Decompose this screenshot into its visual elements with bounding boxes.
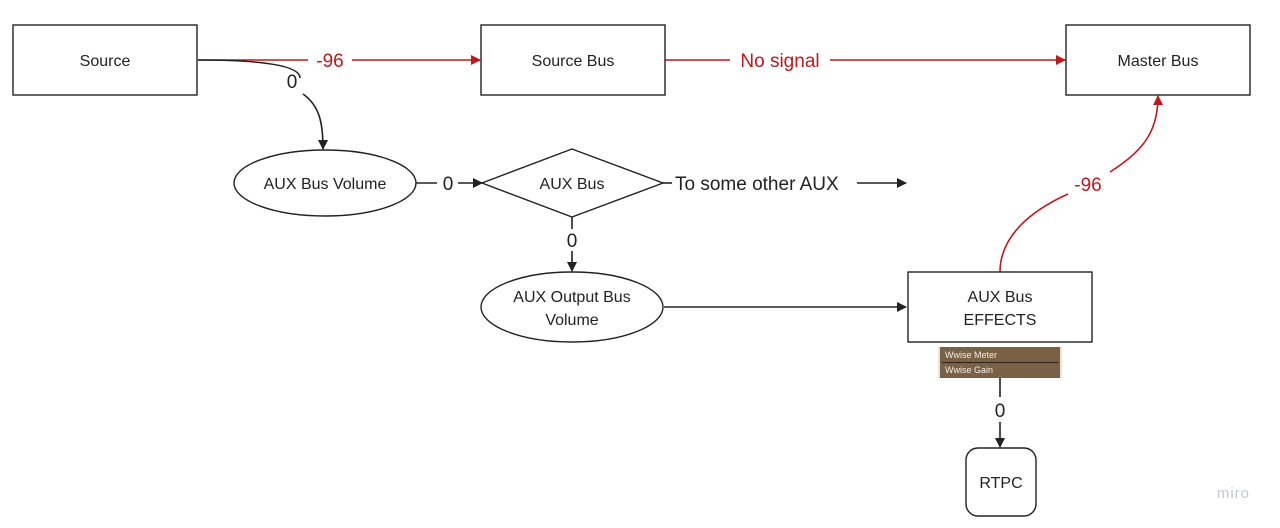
miro-watermark: miro — [1217, 485, 1250, 502]
node-rtpc-label: RTPC — [979, 475, 1022, 492]
edge-label-zero-aux-volume: 0 — [443, 174, 454, 195]
node-source-bus[interactable]: Source Bus — [480, 24, 666, 96]
node-aux-bus-label: AUX Bus — [540, 176, 605, 193]
edge-aux-bus-volume-to-aux-bus[interactable]: 0 — [416, 174, 483, 195]
node-aux-bus-volume-label: AUX Bus Volume — [264, 176, 387, 193]
node-master-bus[interactable]: Master Bus — [1065, 24, 1251, 96]
edge-effects-to-master-bus[interactable]: -96 — [999, 95, 1163, 273]
edge-source-to-aux-bus-volume[interactable]: 0 — [197, 59, 328, 150]
node-aux-bus-effects[interactable]: AUX Bus EFFECTS — [907, 271, 1093, 343]
edge-label-zero-source: 0 — [287, 72, 298, 93]
node-source[interactable]: Source — [12, 24, 198, 96]
node-source-bus-label: Source Bus — [532, 53, 615, 70]
node-source-label: Source — [80, 53, 131, 70]
node-aux-output-bus-volume-label-1: AUX Output Bus — [513, 289, 630, 306]
edge-aux-bus-to-other-aux[interactable]: To some other AUX — [663, 174, 907, 195]
edge-label-minus96-effects: -96 — [1074, 175, 1101, 196]
edge-aux-bus-to-output-volume[interactable]: 0 — [567, 217, 578, 272]
wwise-plugin-chain: Wwise Meter Wwise Gain — [938, 347, 1062, 378]
edge-label-no-signal: No signal — [740, 51, 819, 72]
node-aux-output-bus-volume-label-2: Volume — [545, 312, 598, 329]
edge-label-zero-rtpc: 0 — [995, 401, 1006, 422]
node-aux-bus-decision[interactable]: AUX Bus — [480, 148, 666, 218]
node-master-bus-label: Master Bus — [1118, 53, 1199, 70]
edge-effects-to-rtpc[interactable]: 0 — [995, 378, 1006, 448]
plugin-wwise-gain: Wwise Gain — [945, 365, 993, 375]
edge-label-to-other-aux: To some other AUX — [675, 174, 839, 195]
edge-label-minus96-top: -96 — [316, 51, 343, 72]
edge-source-bus-to-master-bus[interactable]: No signal — [665, 51, 1066, 72]
node-rtpc[interactable]: RTPC — [965, 447, 1037, 517]
node-aux-bus-effects-label-1: AUX Bus — [968, 289, 1033, 306]
node-aux-output-bus-volume[interactable]: AUX Output Bus Volume — [480, 271, 664, 343]
plugin-wwise-meter: Wwise Meter — [945, 350, 997, 360]
node-aux-bus-volume[interactable]: AUX Bus Volume — [233, 149, 417, 217]
edge-label-zero-aux-bus: 0 — [567, 231, 578, 252]
node-aux-bus-effects-label-2: EFFECTS — [964, 312, 1037, 329]
